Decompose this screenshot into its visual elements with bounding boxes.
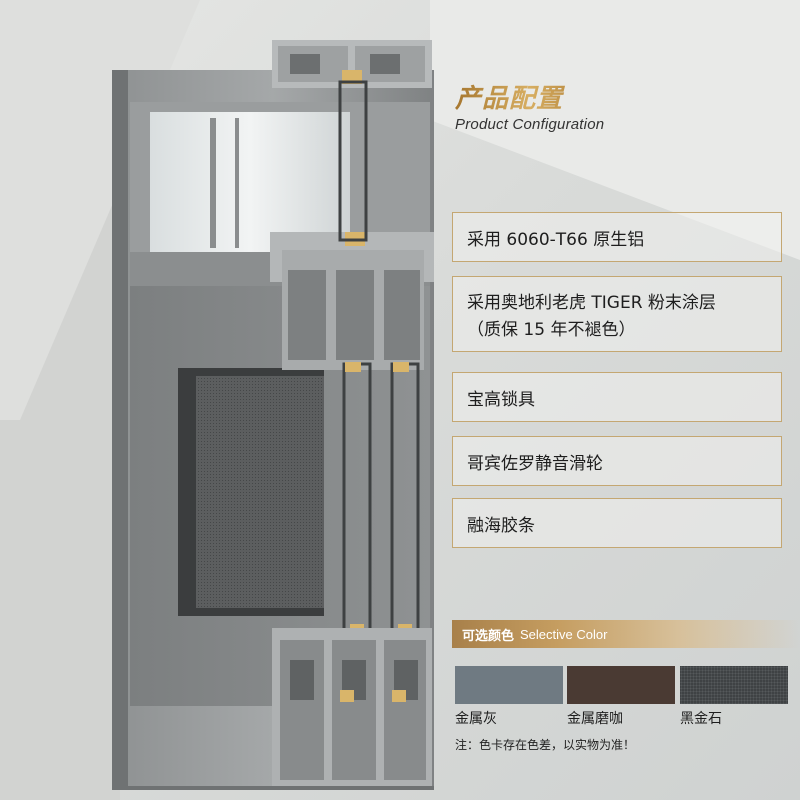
spec-label: 采用奥地利老虎 TIGER 粉末涂层 (467, 293, 716, 313)
color-label: 金属灰 (455, 711, 497, 727)
color-label: 金属磨咖 (567, 711, 623, 727)
spec-label: 融海胶条 (467, 515, 535, 536)
spec-item-pulley: 哥宾佐罗静音滑轮 (452, 436, 782, 486)
color-disclaimer-note: 注：色卡存在色差，以实物为准！ (455, 738, 636, 752)
spec-item-aluminum: 采用 6060-T66 原生铝 (452, 212, 782, 262)
spec-item-coating: 采用奥地利老虎 TIGER 粉末涂层 （质保 15 年不褪色） (452, 276, 782, 352)
title-english: Product Configuration (455, 116, 605, 133)
spec-label: 哥宾佐罗静音滑轮 (467, 453, 603, 474)
title-chinese: 产品配置 (455, 84, 604, 114)
spec-label: 宝高锁具 (467, 389, 535, 410)
color-header-english: Selective Color (520, 626, 608, 642)
color-swatch-metal-gray[interactable] (455, 666, 563, 704)
spec-item-seal: 融海胶条 (452, 498, 782, 548)
color-section-header: 可选颜色 Selective Color (452, 620, 800, 648)
spec-item-lock: 宝高锁具 (452, 372, 782, 422)
spec-sublabel: （质保 15 年不褪色） (467, 320, 636, 340)
color-swatch-metal-mocha[interactable] (567, 666, 675, 704)
color-header-chinese: 可选颜色 (462, 628, 515, 644)
color-label: 黑金石 (680, 711, 722, 727)
spec-label: 采用 6060-T66 原生铝 (467, 229, 645, 250)
color-swatch-black-granite[interactable] (680, 666, 788, 704)
section-title: 产品配置 Product Configuration (455, 84, 604, 133)
